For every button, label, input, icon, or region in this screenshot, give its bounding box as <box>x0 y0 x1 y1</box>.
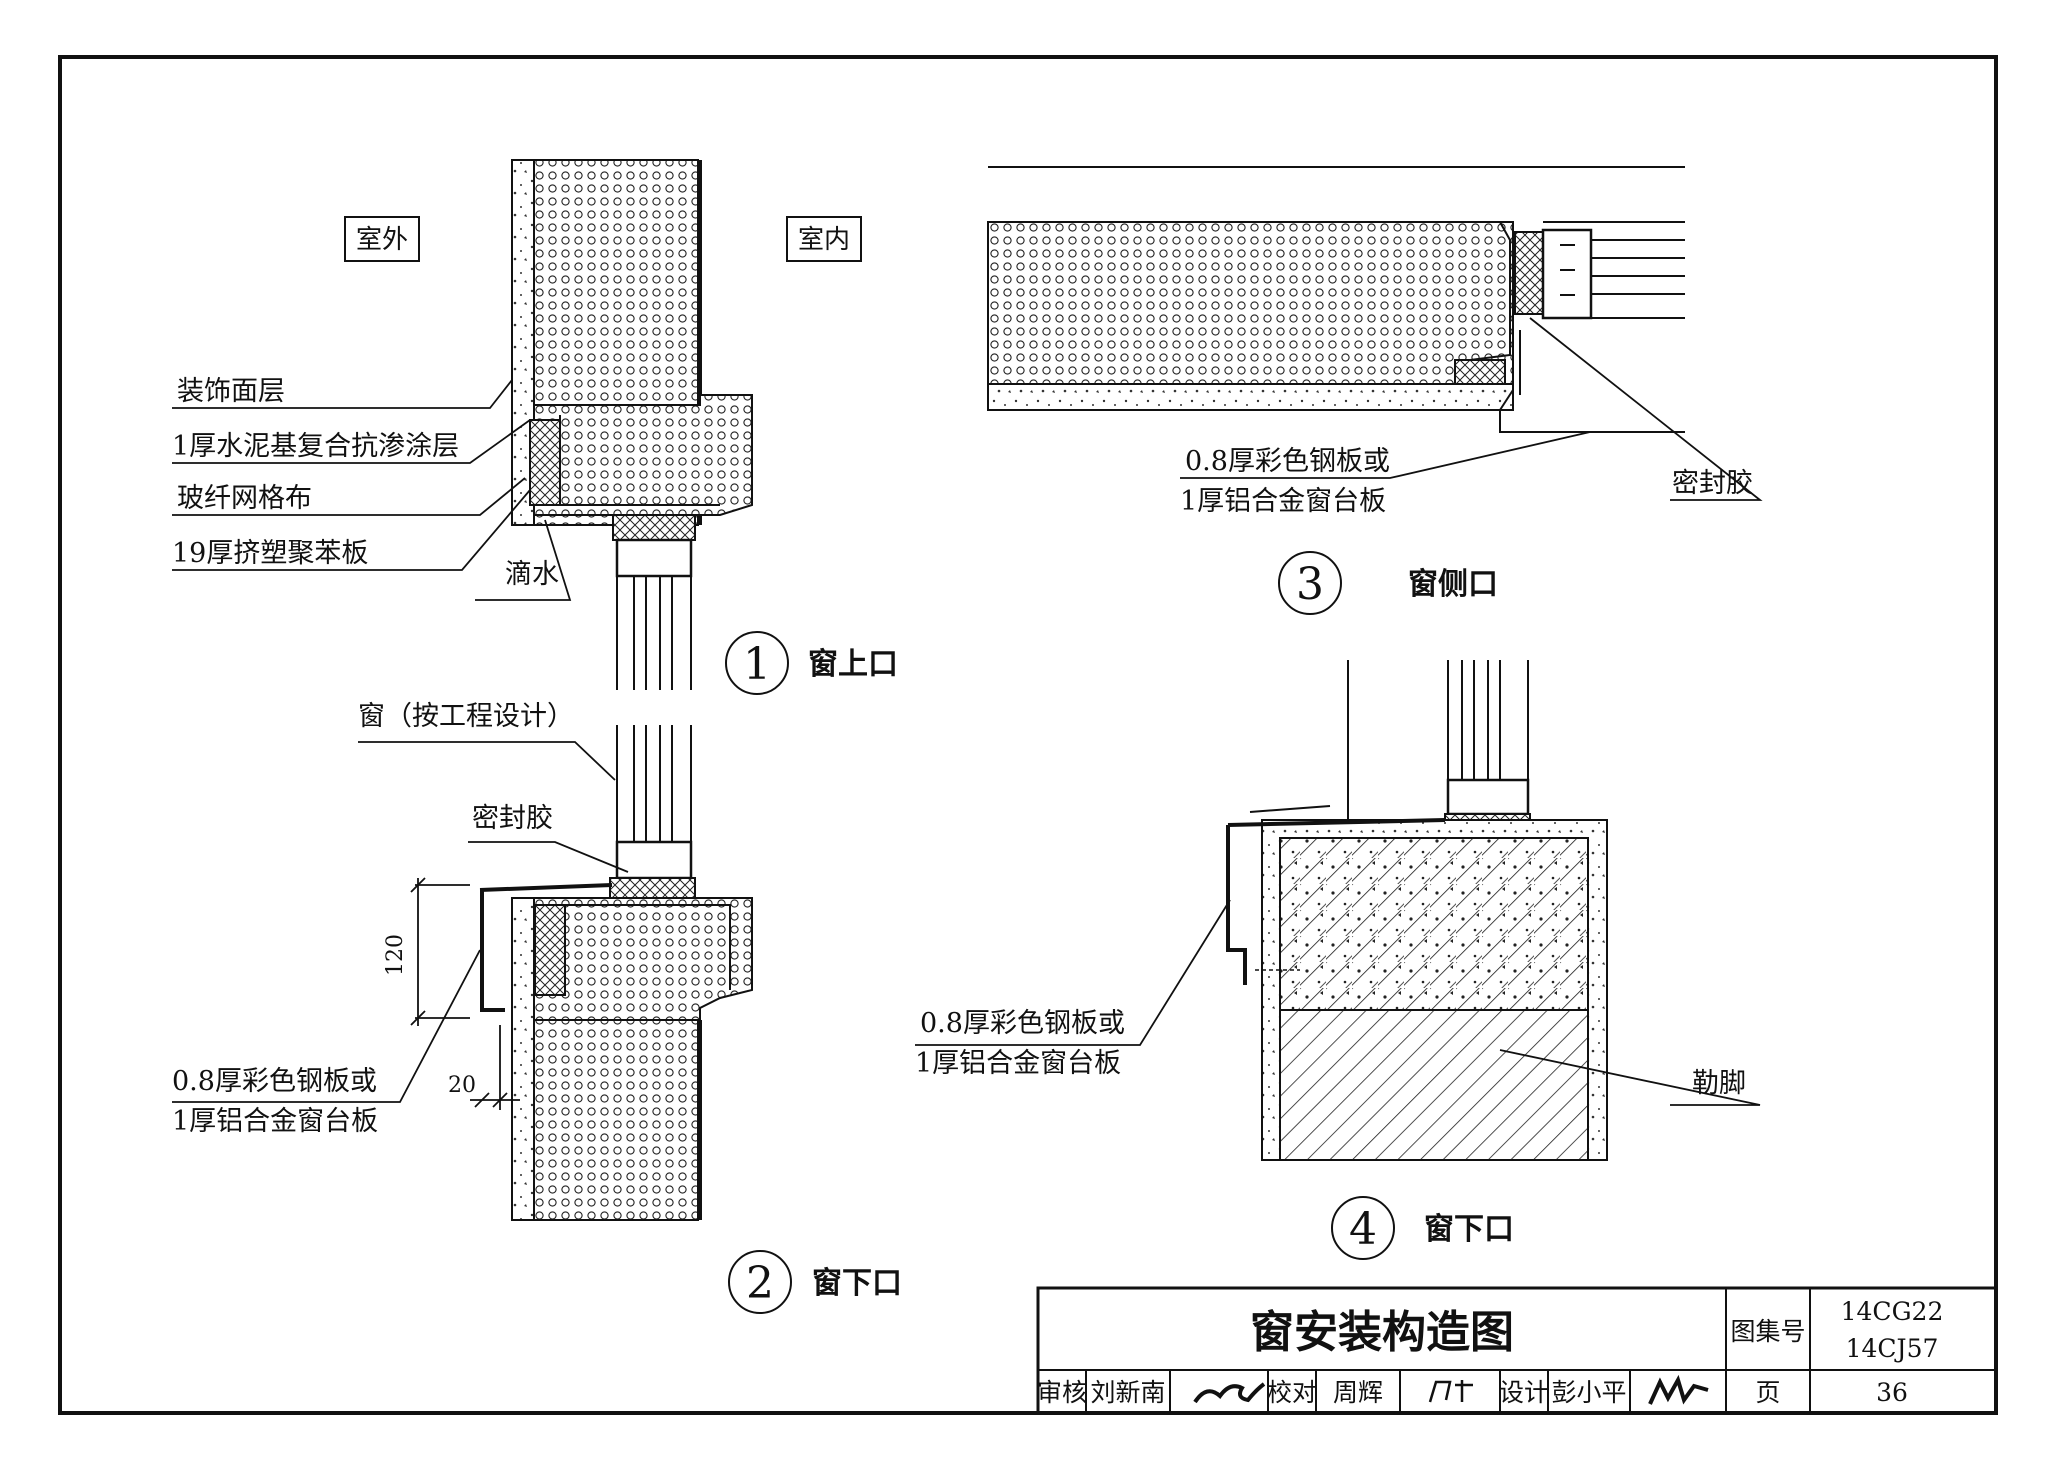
sheet-border <box>58 55 1998 1415</box>
detail-2-number: 2 <box>746 1258 774 1309</box>
check-label: 校对 <box>1267 1378 1317 1407</box>
reviewer-signature <box>1193 1382 1266 1404</box>
sill-board-2-line1: 0.8厚彩色钢板或 <box>172 1066 377 1097</box>
detail-1-caption: 窗上口 <box>808 647 898 682</box>
window-label: 窗（按工程设计） <box>358 701 574 732</box>
sealant-3-label: 密封胶 <box>1672 468 1753 499</box>
leader-lines-detail-1 <box>172 379 572 601</box>
atlas-no-1: 14CG22 <box>1841 1297 1944 1326</box>
page-label: 页 <box>1755 1378 1780 1407</box>
atlas-no-2: 14CJ57 <box>1846 1334 1939 1363</box>
sill-board-3-line1: 0.8厚彩色钢板或 <box>1185 446 1390 477</box>
detail-3-circle <box>1278 551 1342 615</box>
designer-name: 彭小平 <box>1551 1378 1626 1407</box>
dim-120: 120 <box>383 934 408 976</box>
leader-lines-detail-3 <box>1180 317 1763 501</box>
detail-2-caption: 窗下口 <box>812 1266 902 1301</box>
designer-signature <box>1648 1374 1709 1405</box>
detail-3-caption: 窗侧口 <box>1408 567 1498 602</box>
review-label: 审核 <box>1037 1378 1087 1407</box>
decor-layer-label: 装饰面层 <box>177 376 285 407</box>
cement-coating-label: 1厚水泥基复合抗渗涂层 <box>172 431 459 462</box>
checker-signature <box>1428 1380 1473 1403</box>
leader-lines-detail-4 <box>915 899 1761 1106</box>
detail-4-drawing <box>1226 660 1608 1161</box>
indoor-label: 室内 <box>798 225 850 255</box>
detail-1-number: 1 <box>743 639 771 690</box>
title-block <box>1036 1286 1998 1415</box>
detail-1-2-drawing: 120 20 <box>383 159 753 1221</box>
detail-2-circle <box>728 1250 792 1314</box>
outdoor-label: 室外 <box>356 225 408 255</box>
sill-board-3-line2: 1厚铝合金窗台板 <box>1180 486 1386 517</box>
checker-name: 周辉 <box>1333 1378 1383 1407</box>
sill-board-2-line2: 1厚铝合金窗台板 <box>172 1106 378 1137</box>
indoor-box <box>786 216 862 262</box>
detail-4-circle <box>1331 1196 1395 1260</box>
detail-3-drawing <box>987 166 1685 433</box>
reviewer-name: 刘新南 <box>1090 1378 1165 1407</box>
drip-label: 滴水 <box>505 559 559 590</box>
drawing-title: 窗安装构造图 <box>1250 1307 1514 1358</box>
design-label: 设计 <box>1499 1378 1549 1407</box>
plinth-label: 勒脚 <box>1692 1068 1746 1099</box>
sill-board-4-line1: 0.8厚彩色钢板或 <box>920 1008 1125 1039</box>
detail-4-number: 4 <box>1349 1204 1377 1255</box>
leader-lines-detail-2 <box>172 741 629 1103</box>
detail-4-caption: 窗下口 <box>1424 1212 1514 1247</box>
fiberglass-mesh-label: 玻纤网格布 <box>177 483 312 514</box>
detail-1-circle <box>725 631 789 695</box>
detail-3-number: 3 <box>1296 559 1324 610</box>
page-number: 36 <box>1876 1378 1908 1407</box>
sealant-2-label: 密封胶 <box>472 803 553 834</box>
atlas-label: 图集号 <box>1730 1317 1805 1346</box>
sill-board-4-line2: 1厚铝合金窗台板 <box>915 1048 1121 1079</box>
outdoor-box <box>344 216 420 262</box>
xps-board-label: 19厚挤塑聚苯板 <box>172 538 368 569</box>
dim-20: 20 <box>448 1073 476 1098</box>
